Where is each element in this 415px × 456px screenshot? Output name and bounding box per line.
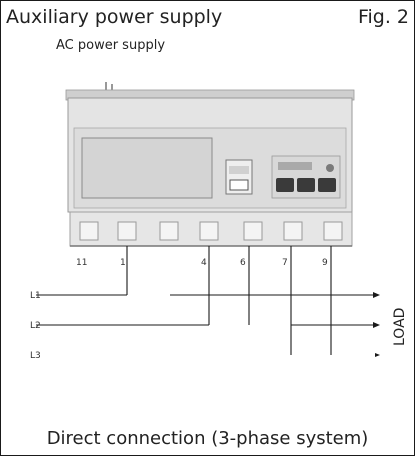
terminal-screw-1: [79, 221, 99, 241]
load-label: LOAD: [392, 308, 408, 346]
figure-caption: Direct connection (3-phase system): [46, 428, 369, 449]
mode-switch-label: [229, 166, 249, 174]
indicator-led: [326, 164, 334, 172]
terminal-label-11: 11: [76, 258, 87, 268]
key-right: [318, 178, 336, 192]
terminal-screw-7: [323, 221, 343, 241]
terminal-screw-2: [117, 221, 137, 241]
keypad-label: [278, 162, 312, 170]
line-label-l1: L1: [30, 291, 41, 301]
figure-title: Auxiliary power supply: [6, 6, 223, 28]
terminal-screw-3: [159, 221, 179, 241]
lcd-display: [81, 137, 213, 199]
line-label-l2: L2: [30, 321, 41, 331]
terminal-label-6: 6: [240, 258, 246, 268]
arrow-load-2: [373, 322, 380, 328]
terminal-screw-6: [283, 221, 303, 241]
line-label-l3: L3: [30, 351, 41, 361]
figure-number: Fig. 2: [357, 6, 409, 28]
terminal-screw-4: [199, 221, 219, 241]
mode-switch: [229, 179, 249, 191]
key-left: [276, 178, 294, 192]
terminal-label-1: 1: [120, 258, 126, 268]
terminal-label-4: 4: [201, 258, 207, 268]
meter-device: [65, 89, 355, 247]
arrow-load-1: [373, 292, 380, 298]
supply-label: AC power supply: [56, 38, 166, 53]
terminal-label-7: 7: [282, 258, 288, 268]
key-middle: [297, 178, 315, 192]
terminal-label-9: 9: [322, 258, 328, 268]
wiring: [36, 246, 378, 355]
terminal-screw-5: [243, 221, 263, 241]
arrow-load-3: [375, 353, 380, 357]
